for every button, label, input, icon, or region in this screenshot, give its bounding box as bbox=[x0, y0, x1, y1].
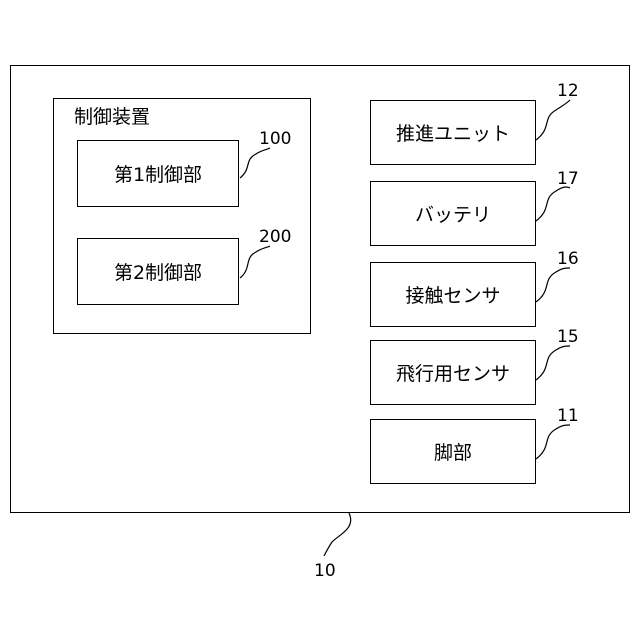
leader-line-15 bbox=[536, 346, 570, 380]
leader-line-100 bbox=[240, 148, 270, 178]
leader-line-16 bbox=[536, 268, 570, 302]
leader-line-10 bbox=[324, 513, 351, 556]
leader-line-200 bbox=[240, 246, 270, 278]
leader-line-12 bbox=[536, 100, 570, 140]
leader-line-17 bbox=[536, 187, 570, 221]
leader-line-11 bbox=[536, 425, 570, 459]
